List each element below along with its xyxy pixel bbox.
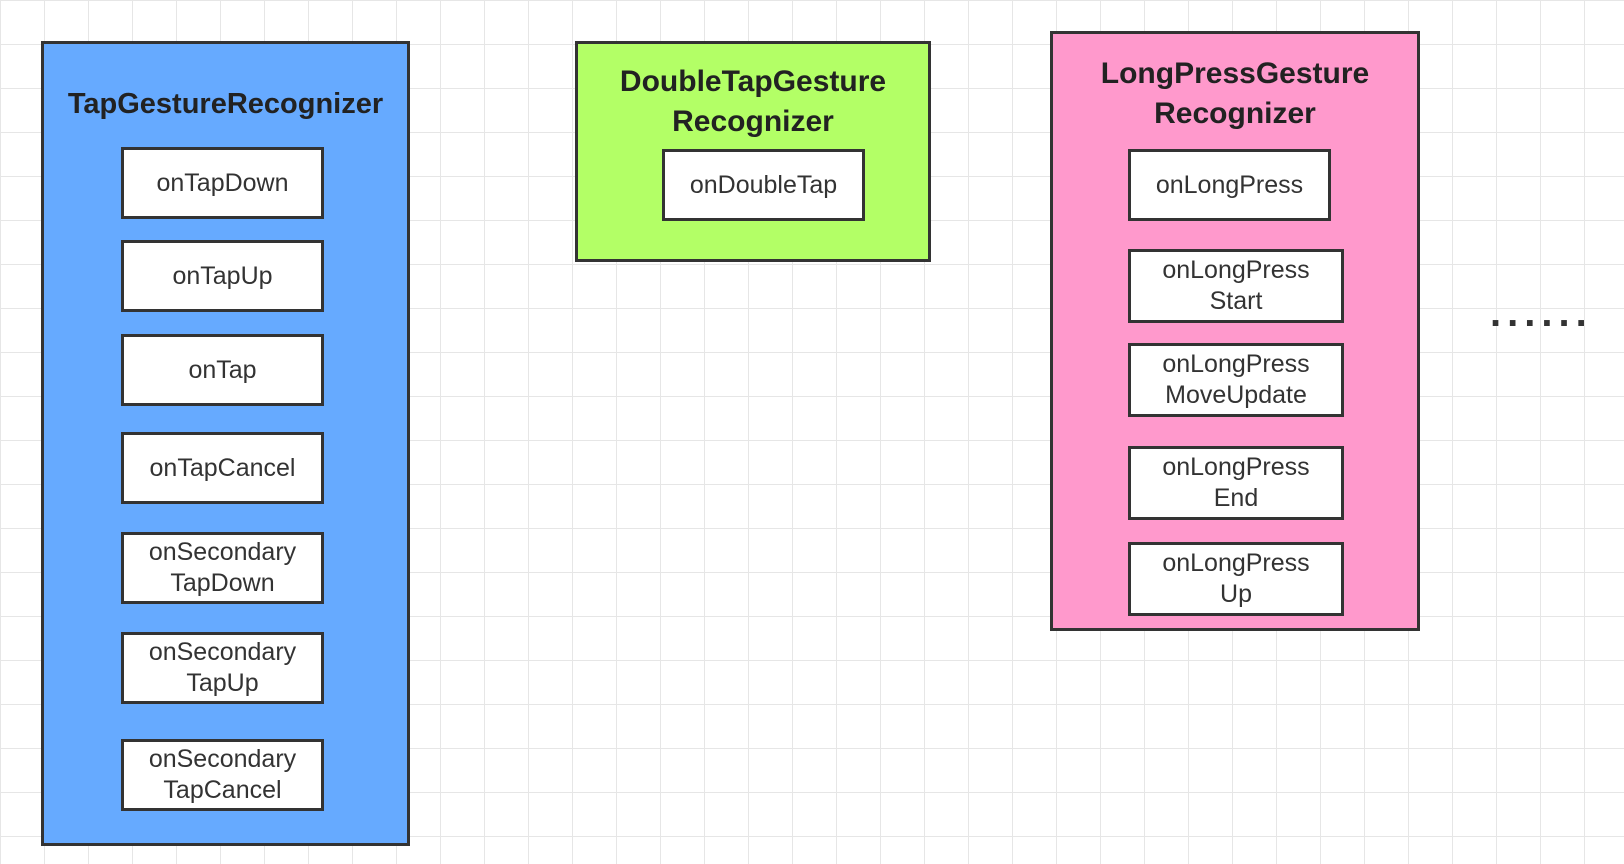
group-title-line: Recognizer xyxy=(1154,97,1316,130)
callback-node[interactable]: onTapUp xyxy=(121,240,324,312)
callback-label: onTapCancel xyxy=(149,453,296,482)
callback-label: onSecondary xyxy=(148,638,297,666)
group-title-line: DoubleTapGesture xyxy=(619,65,887,98)
group-title: TapGestureRecognizer xyxy=(67,88,384,120)
callback-label: onTapDown xyxy=(156,168,289,197)
more-ellipsis: ...... xyxy=(1490,291,1593,335)
callback-label: Up xyxy=(1220,580,1252,608)
callback-label: onLongPress xyxy=(1162,256,1310,284)
tap-gesture-recognizer-group[interactable]: TapGestureRecognizer onTapDown onTapUp o… xyxy=(41,41,410,846)
callback-label: TapDown xyxy=(170,569,275,597)
callback-node[interactable]: onDoubleTap xyxy=(662,149,865,221)
group-title: DoubleTapGesture Recognizer xyxy=(578,62,928,142)
callback-node[interactable]: onTapCancel xyxy=(121,432,324,504)
callback-label: onLongPress xyxy=(1162,350,1310,378)
group-title-line: Recognizer xyxy=(672,105,834,138)
callback-label: onTap xyxy=(188,355,257,384)
callback-node[interactable]: onSecondary TapCancel xyxy=(121,739,324,811)
callback-label: onDoubleTap xyxy=(689,170,838,199)
callback-label: onSecondary xyxy=(148,745,297,773)
callback-node[interactable]: onTapDown xyxy=(121,147,324,219)
callback-label: onLongPress xyxy=(1162,549,1310,577)
callback-node[interactable]: onSecondary TapUp xyxy=(121,632,324,704)
callback-node[interactable]: onTap xyxy=(121,334,324,406)
callback-label: onSecondary xyxy=(148,538,297,566)
long-press-gesture-recognizer-group[interactable]: LongPressGesture Recognizer onLongPress … xyxy=(1050,31,1420,631)
callback-node[interactable]: onLongPress Up xyxy=(1128,542,1344,616)
callback-label: End xyxy=(1213,484,1259,512)
callback-label: TapUp xyxy=(186,669,259,697)
callback-label: Start xyxy=(1209,287,1263,315)
callback-label: MoveUpdate xyxy=(1165,381,1307,409)
callback-node[interactable]: onSecondary TapDown xyxy=(121,532,324,604)
callback-label: onLongPress xyxy=(1162,453,1310,481)
double-tap-gesture-recognizer-group[interactable]: DoubleTapGesture Recognizer onDoubleTap xyxy=(575,41,931,262)
callback-label: onLongPress xyxy=(1155,170,1304,199)
callback-label: TapCancel xyxy=(163,776,282,804)
group-title: LongPressGesture Recognizer xyxy=(1053,54,1417,134)
callback-node[interactable]: onLongPress xyxy=(1128,149,1331,221)
callback-node[interactable]: onLongPress Start xyxy=(1128,249,1344,323)
callback-label: onTapUp xyxy=(172,261,273,290)
group-title-line: LongPressGesture xyxy=(1100,57,1370,90)
callback-node[interactable]: onLongPress End xyxy=(1128,446,1344,520)
callback-node[interactable]: onLongPress MoveUpdate xyxy=(1128,343,1344,417)
